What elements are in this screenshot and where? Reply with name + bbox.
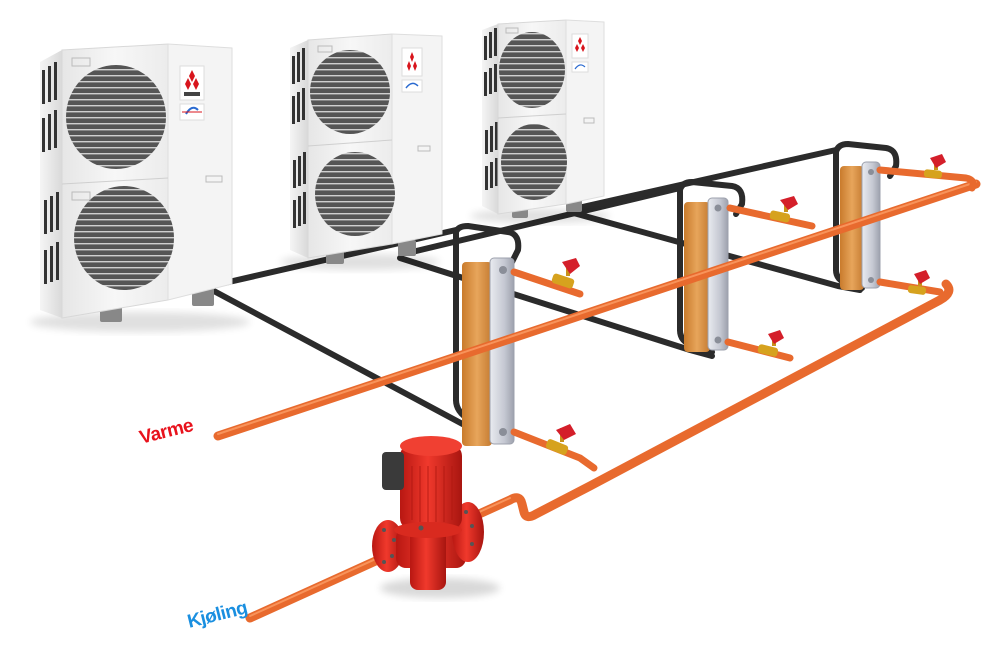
valve-2	[769, 196, 798, 223]
mitsubishi-electric-logo	[571, 33, 589, 73]
pump-control-box	[382, 452, 404, 490]
fan-grille	[501, 124, 567, 200]
circulation-pump	[372, 436, 500, 598]
valve-4	[545, 424, 576, 455]
valve-5	[757, 330, 784, 357]
valve-3	[923, 154, 946, 179]
valve-1	[551, 258, 580, 289]
cooling-main-pipe	[245, 279, 954, 623]
mitsubishi-electric-logo	[179, 65, 205, 121]
fan-grille	[66, 65, 166, 169]
fan-grille	[315, 152, 395, 236]
fan-grille	[74, 186, 174, 290]
fan-grille	[310, 50, 390, 134]
fan-grille	[499, 32, 565, 108]
valve-6	[907, 270, 930, 295]
outdoor-unit-2	[280, 33, 443, 270]
outdoor-unit-1	[30, 43, 250, 332]
mitsubishi-electric-logo	[401, 47, 423, 93]
heating-main-pipe	[213, 179, 981, 441]
outdoor-unit-3	[470, 19, 610, 223]
